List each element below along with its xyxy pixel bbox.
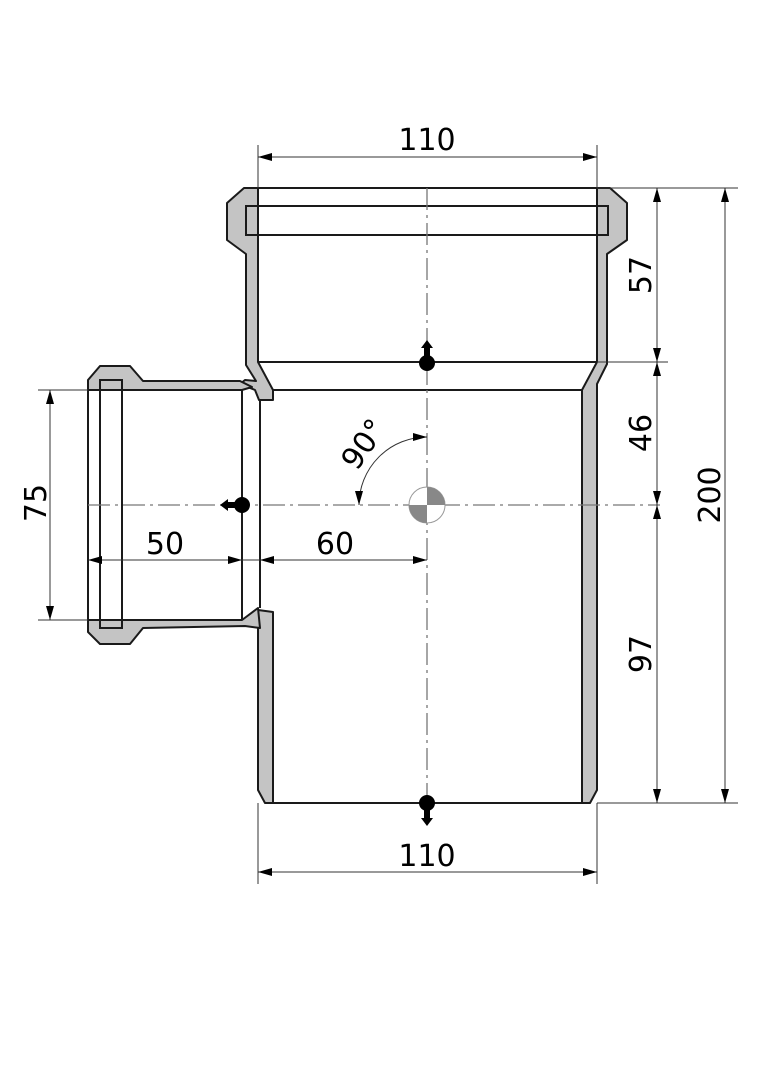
insertion-marker-top-icon [419, 340, 435, 371]
main-left-wall-lower [257, 609, 274, 804]
dim-top-width: 110 [398, 123, 455, 158]
top-socket-right-wall [581, 187, 628, 804]
branch-bottom-wall [87, 607, 261, 645]
pipe-inner-lines [87, 187, 609, 804]
dim-branch-diameter: 75 [19, 484, 54, 522]
center-mark-icon [408, 486, 446, 524]
top-socket-left-wall [226, 187, 274, 401]
insertion-marker-bottom-icon [419, 795, 435, 826]
dim-angle: 90° [335, 413, 394, 477]
angle-arc [355, 433, 428, 506]
dim-socket-depth: 57 [624, 256, 659, 294]
dimension-lines [38, 145, 738, 884]
dim-total-height: 200 [693, 466, 728, 523]
pipe-walls [87, 187, 628, 804]
branch-seal-ring [99, 379, 123, 629]
branch-top-wall [87, 365, 253, 391]
dim-branch-offset: 60 [316, 527, 354, 562]
dim-upper-to-axis: 46 [624, 414, 659, 452]
dim-bottom-width: 110 [398, 839, 455, 874]
insertion-marker-branch-icon [220, 497, 250, 513]
dim-branch-socket-depth: 50 [146, 527, 184, 562]
dim-axis-to-bottom: 97 [624, 635, 659, 673]
